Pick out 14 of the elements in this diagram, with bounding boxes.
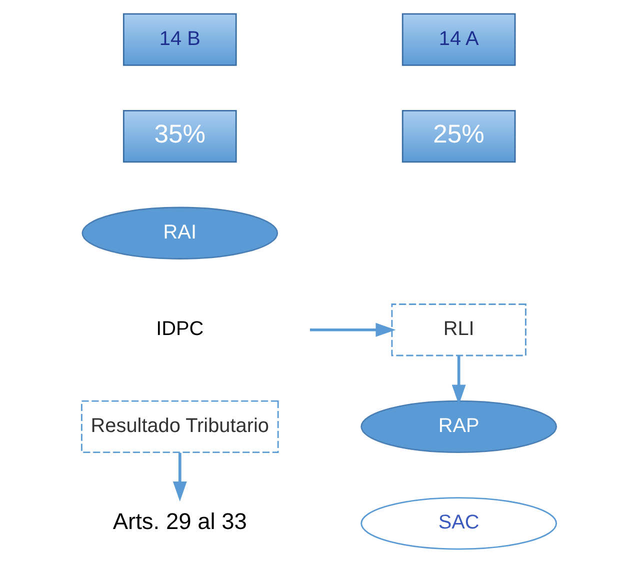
node-box: 35% — [122, 110, 236, 163]
arrow — [451, 356, 466, 405]
node-box: RLI — [390, 304, 526, 356]
node-ellipse: RAI — [81, 206, 278, 260]
label: IDPC — [156, 318, 204, 340]
node-text: Arts. 29 al 33 — [112, 508, 246, 534]
arrow — [309, 322, 396, 337]
node-ellipse: SAC — [360, 497, 557, 550]
node-box: Resultado Tributario — [80, 400, 278, 453]
arrow — [172, 452, 186, 502]
node-box: 14 A — [401, 13, 516, 66]
node-box: 14 B — [122, 13, 236, 66]
node-ellipse: RAP — [360, 400, 557, 453]
node-box: 25% — [401, 110, 516, 163]
